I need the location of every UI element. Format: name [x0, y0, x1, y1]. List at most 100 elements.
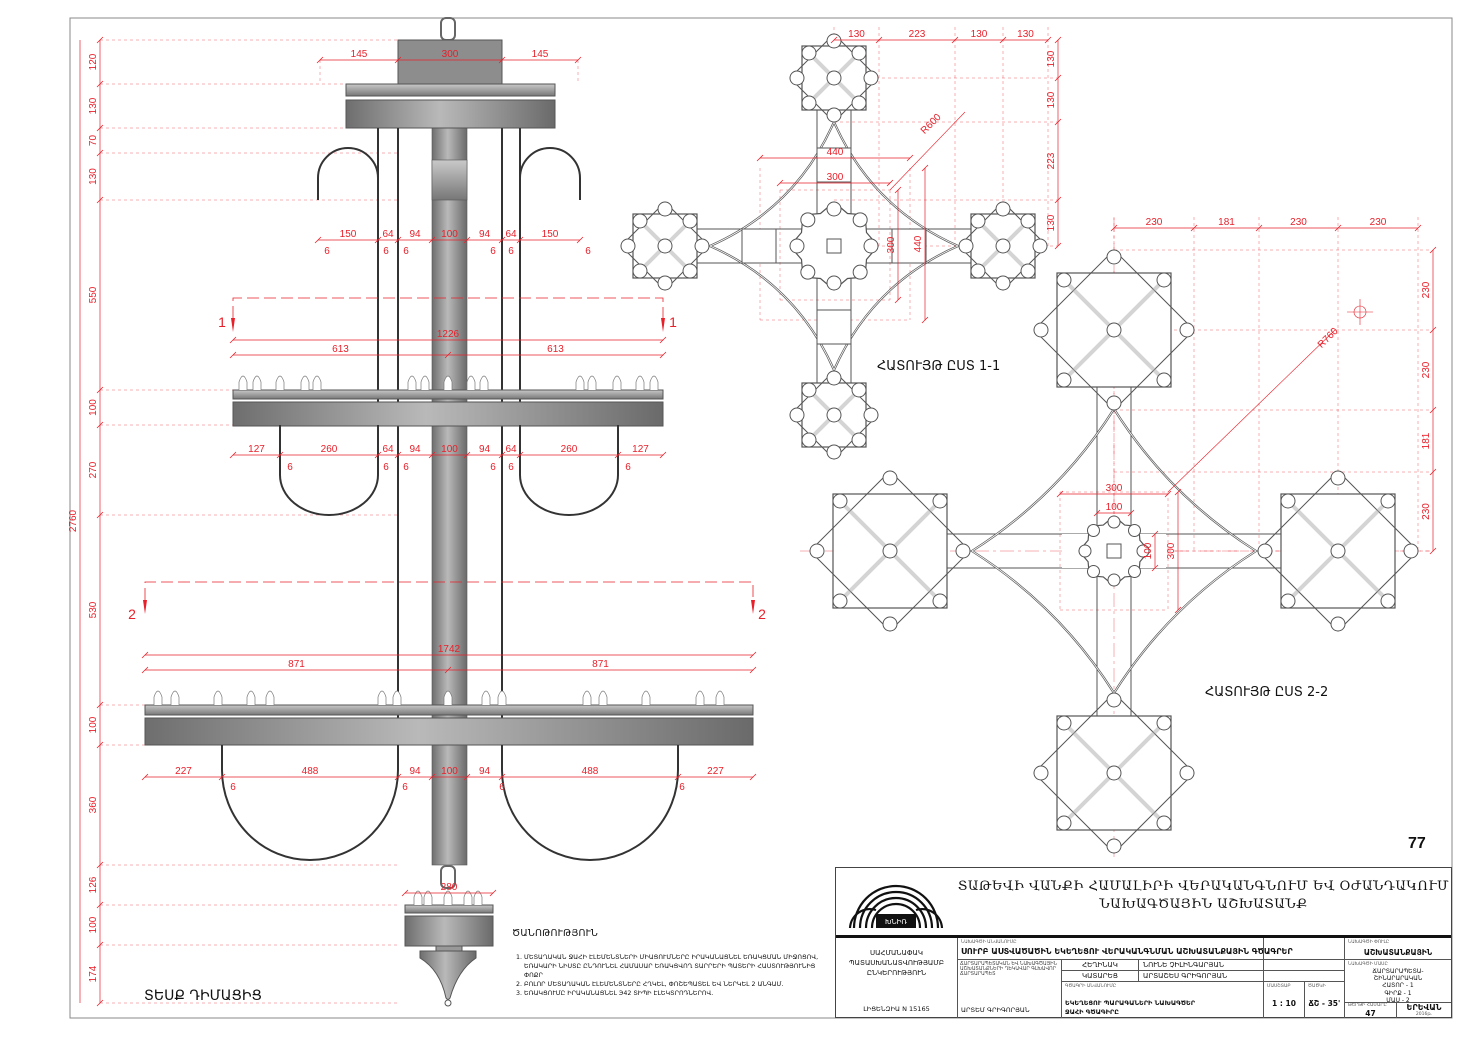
code-value: ՃՇ - 35' — [1308, 999, 1341, 1008]
note-item: ԵՌԱԿՑՈՒՄԸ ԻՐԱԿԱՆԱՑՆԵԼ Э42 ՏԻՊԻ ԷԼԵԿՏՐՈԴՆ… — [524, 989, 832, 998]
candle — [587, 375, 597, 390]
dimension-tick — [1429, 406, 1437, 414]
title-block: ԽՆԻՌ ՏԱԹԵՎԻ ՎԱՆՔԻ ՀԱՄԱԼԻՐԻ ՎԵՐԱԿԱՆԳՆՈՒՄ … — [835, 867, 1452, 1018]
candle-module — [1033, 249, 1195, 411]
dimension-tick — [229, 351, 237, 359]
dimension-label: 94 — [479, 766, 491, 777]
dimension-tick — [1093, 509, 1101, 517]
candle-socket — [1056, 715, 1072, 731]
dimension-label: 230 — [1370, 217, 1387, 228]
candle-socket — [789, 407, 805, 423]
candle — [275, 375, 285, 390]
dimension-label: 550 — [88, 286, 99, 303]
dimension-tick — [498, 773, 506, 781]
dimension-tick — [428, 236, 436, 244]
candle-socket — [863, 238, 879, 254]
candle-socket — [1280, 593, 1296, 609]
dimension-tick — [1127, 509, 1135, 517]
candle — [575, 375, 585, 390]
dimension-tick — [96, 124, 104, 132]
dimension-tick — [1054, 196, 1062, 204]
dimension-label: 94 — [409, 229, 421, 240]
bottom-ring-plate — [404, 904, 494, 914]
dimension-label: R760 — [1316, 326, 1341, 351]
dimension-label: 6 — [402, 782, 408, 793]
notes-heading: ԾԱՆՈԹՈՒԹՅՈՒՆ — [512, 928, 599, 939]
candle-socket — [1020, 213, 1036, 229]
dimension-label: 130 — [88, 168, 99, 185]
dimension-label: 6 — [490, 246, 496, 257]
executor-role: ԿԱՏԱՐԵՑ — [1061, 970, 1138, 981]
candle — [443, 690, 453, 705]
dimension-label: 181 — [1421, 432, 1432, 449]
dimension-tick — [999, 36, 1007, 44]
dimension-tick — [1414, 224, 1422, 232]
dimension-tick — [141, 651, 149, 659]
author-role: ՀԵՂԻՆԱԿ — [1061, 959, 1138, 970]
candle — [612, 375, 622, 390]
candle — [246, 690, 256, 705]
dimension-tick — [516, 236, 524, 244]
dimension-tick — [749, 651, 757, 659]
candle-socket — [1156, 372, 1172, 388]
dimension-label: 6 — [383, 246, 389, 257]
dimension-tick — [463, 236, 471, 244]
dimension-tick — [659, 451, 667, 459]
dimension-tick — [498, 451, 506, 459]
arm-bracket — [816, 147, 852, 183]
dimension-label: 230 — [1146, 217, 1163, 228]
dimension-label: 260 — [561, 444, 578, 455]
candle — [481, 690, 491, 705]
dimension-tick — [749, 773, 757, 781]
stage-label: ՆԱԽԱԳԾԻ ՓՈՒԼԸ — [1348, 940, 1390, 945]
dimension-tick — [1054, 74, 1062, 82]
chief-name: ԱՐՏԵՄ ԳՐԻԳՈՐՅԱՆ — [961, 1006, 1030, 1014]
dimension-tick — [894, 186, 902, 194]
upper-hook-right — [519, 147, 581, 200]
candle — [695, 690, 705, 705]
dimension-label: 530 — [88, 601, 99, 618]
candle-socket — [863, 407, 879, 423]
section-arrow — [661, 318, 665, 332]
dimension-tick — [96, 861, 104, 869]
hub-mount — [1106, 543, 1122, 559]
dimension-label: 150 — [542, 229, 559, 240]
candle-socket — [826, 33, 842, 49]
candle-module — [789, 370, 879, 460]
dimension-label: 6 — [383, 462, 389, 473]
section-mark: 2 — [128, 606, 136, 622]
candle-socket — [1078, 544, 1092, 558]
part-line: ՇԻՆԱՐԱՐԱԿԱՆ — [1373, 975, 1423, 983]
candle-module — [620, 201, 710, 291]
dimension-tick — [229, 451, 237, 459]
candle — [377, 690, 387, 705]
dimension-label: 227 — [175, 766, 192, 777]
dimension-label: 100 — [88, 916, 99, 933]
finial-ball — [444, 999, 452, 1007]
dimension-label: 64 — [505, 229, 517, 240]
candle-socket — [1380, 493, 1396, 509]
part-line: ՃԱՐՏԱՐԱՊԵՏԱ- — [1372, 968, 1424, 975]
scale-value: 1 : 10 — [1272, 999, 1296, 1008]
dimension-label: 6 — [508, 246, 514, 257]
dimension-tick — [96, 741, 104, 749]
dimension-label: 64 — [505, 444, 517, 455]
dimension-tick — [951, 36, 959, 44]
dimension-tick — [1151, 564, 1159, 572]
loop-2-left — [221, 745, 399, 861]
candle-socket — [1106, 692, 1122, 708]
candle-socket — [1020, 263, 1036, 279]
dimension-tick — [489, 889, 497, 897]
candle-socket — [1330, 616, 1346, 632]
candle-socket — [800, 264, 816, 280]
note-item: ԲՈԼՈՐ ՄԵՏԱՂԱԿԱՆ ԷԼԵՄԵՆՏՆԵՐԸ ՀՂԿԵԼ, ՓՈՇԵՊ… — [524, 980, 832, 989]
candle — [443, 375, 453, 390]
dimension-tick — [1054, 242, 1062, 250]
dimension-label: 300 — [1166, 542, 1177, 559]
bottom-ring-block — [404, 915, 494, 947]
part-line: ՀԱՏՈՐ - 1 — [1382, 982, 1414, 990]
company-logo: ԽՆԻՌ — [836, 868, 956, 936]
dimension-label: 270 — [88, 461, 99, 478]
ring-1-plate — [232, 389, 664, 400]
